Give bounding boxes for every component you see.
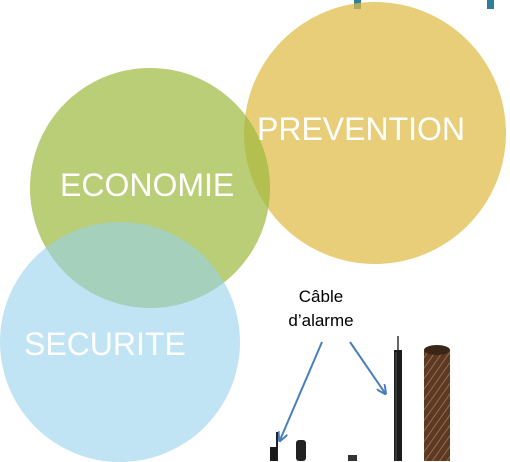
accent-bar	[487, 0, 494, 9]
braided-cable	[424, 345, 450, 461]
securite-label: SECURITE	[24, 326, 186, 362]
alarm-cable	[394, 336, 402, 461]
prevention-label: PREVENTION	[257, 111, 466, 147]
arrow-icon	[349, 341, 385, 393]
economie-label: ECONOMIE	[60, 167, 235, 203]
cable-caption-line1: Câble	[298, 287, 344, 306]
cable-caption-line2: d’alarme	[288, 311, 354, 330]
prevention-circle	[244, 2, 506, 264]
cable-pieces	[270, 432, 357, 461]
cable-caption: Câble d’alarme	[272, 285, 370, 333]
arrow-icon	[280, 341, 323, 440]
securite-circle	[0, 222, 240, 462]
